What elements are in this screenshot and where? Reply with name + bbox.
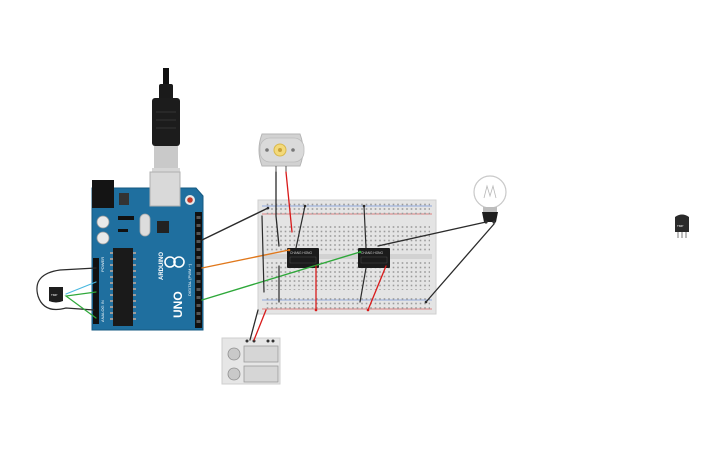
pushbutton-icon[interactable] [221, 337, 281, 385]
temperature-sensor-standalone[interactable]: TMP [675, 214, 689, 239]
wire-green-signal [201, 251, 361, 301]
wire-black-motor [275, 171, 280, 247]
atmega-chip [113, 248, 133, 326]
usb-port [149, 171, 181, 207]
wire-endpoints [266, 204, 428, 312]
wires [36, 171, 495, 341]
digital-header [195, 212, 202, 328]
wire-green-sensor [64, 291, 97, 319]
arduino-model: UNO [171, 291, 185, 318]
wire-red-motor [285, 171, 293, 233]
wire-black-sensor-loop [36, 267, 97, 311]
top-terminal-strip[interactable] [264, 224, 430, 252]
light-bulb-icon[interactable] [473, 175, 507, 224]
sensor-1-label: TMP [51, 293, 57, 297]
power-jack [92, 180, 114, 208]
arduino-brand: ARDUINO [159, 252, 165, 280]
analog-label: ANALOG IN [100, 300, 105, 322]
wire-black-r2-bulb [377, 221, 487, 247]
wire-black-r1-top [295, 205, 306, 249]
breadboard[interactable] [257, 199, 437, 315]
wire-black-r1-left [261, 215, 265, 293]
wire-black-bulb-return [425, 223, 495, 303]
wire-black-button [249, 309, 259, 341]
sensor-2-label: TMP [677, 224, 683, 228]
wire-red-button [253, 309, 267, 341]
dc-motor-icon[interactable] [258, 133, 305, 174]
power-analog-header [93, 258, 99, 324]
wire-orange-signal [201, 249, 290, 269]
wire-black-r2-bottom [359, 267, 367, 303]
wire-red-r2-bottom [367, 265, 387, 311]
bottom-power-rail[interactable] [264, 297, 430, 311]
relay-2[interactable]: CHANG HONG [358, 248, 390, 268]
wire-black-r2-top [363, 205, 367, 249]
relay-1-label: CHANG HONG [290, 251, 312, 255]
wire-black-gnd [201, 207, 269, 241]
temperature-sensor-icon[interactable]: TMP [49, 287, 63, 303]
digital-label: DIGITAL (PWM ~) [187, 263, 192, 296]
relay-2-label: CHANG HONG [361, 251, 383, 255]
wire-cyan-sensor [65, 281, 97, 295]
arduino-uno-board[interactable]: ARDUINO UNO DIGITAL (PWM ~) POWER ANALOG… [91, 171, 204, 331]
power-label: POWER [100, 257, 105, 272]
arduino-logo [164, 256, 185, 268]
relay-1[interactable]: CHANG HONG [287, 248, 319, 268]
